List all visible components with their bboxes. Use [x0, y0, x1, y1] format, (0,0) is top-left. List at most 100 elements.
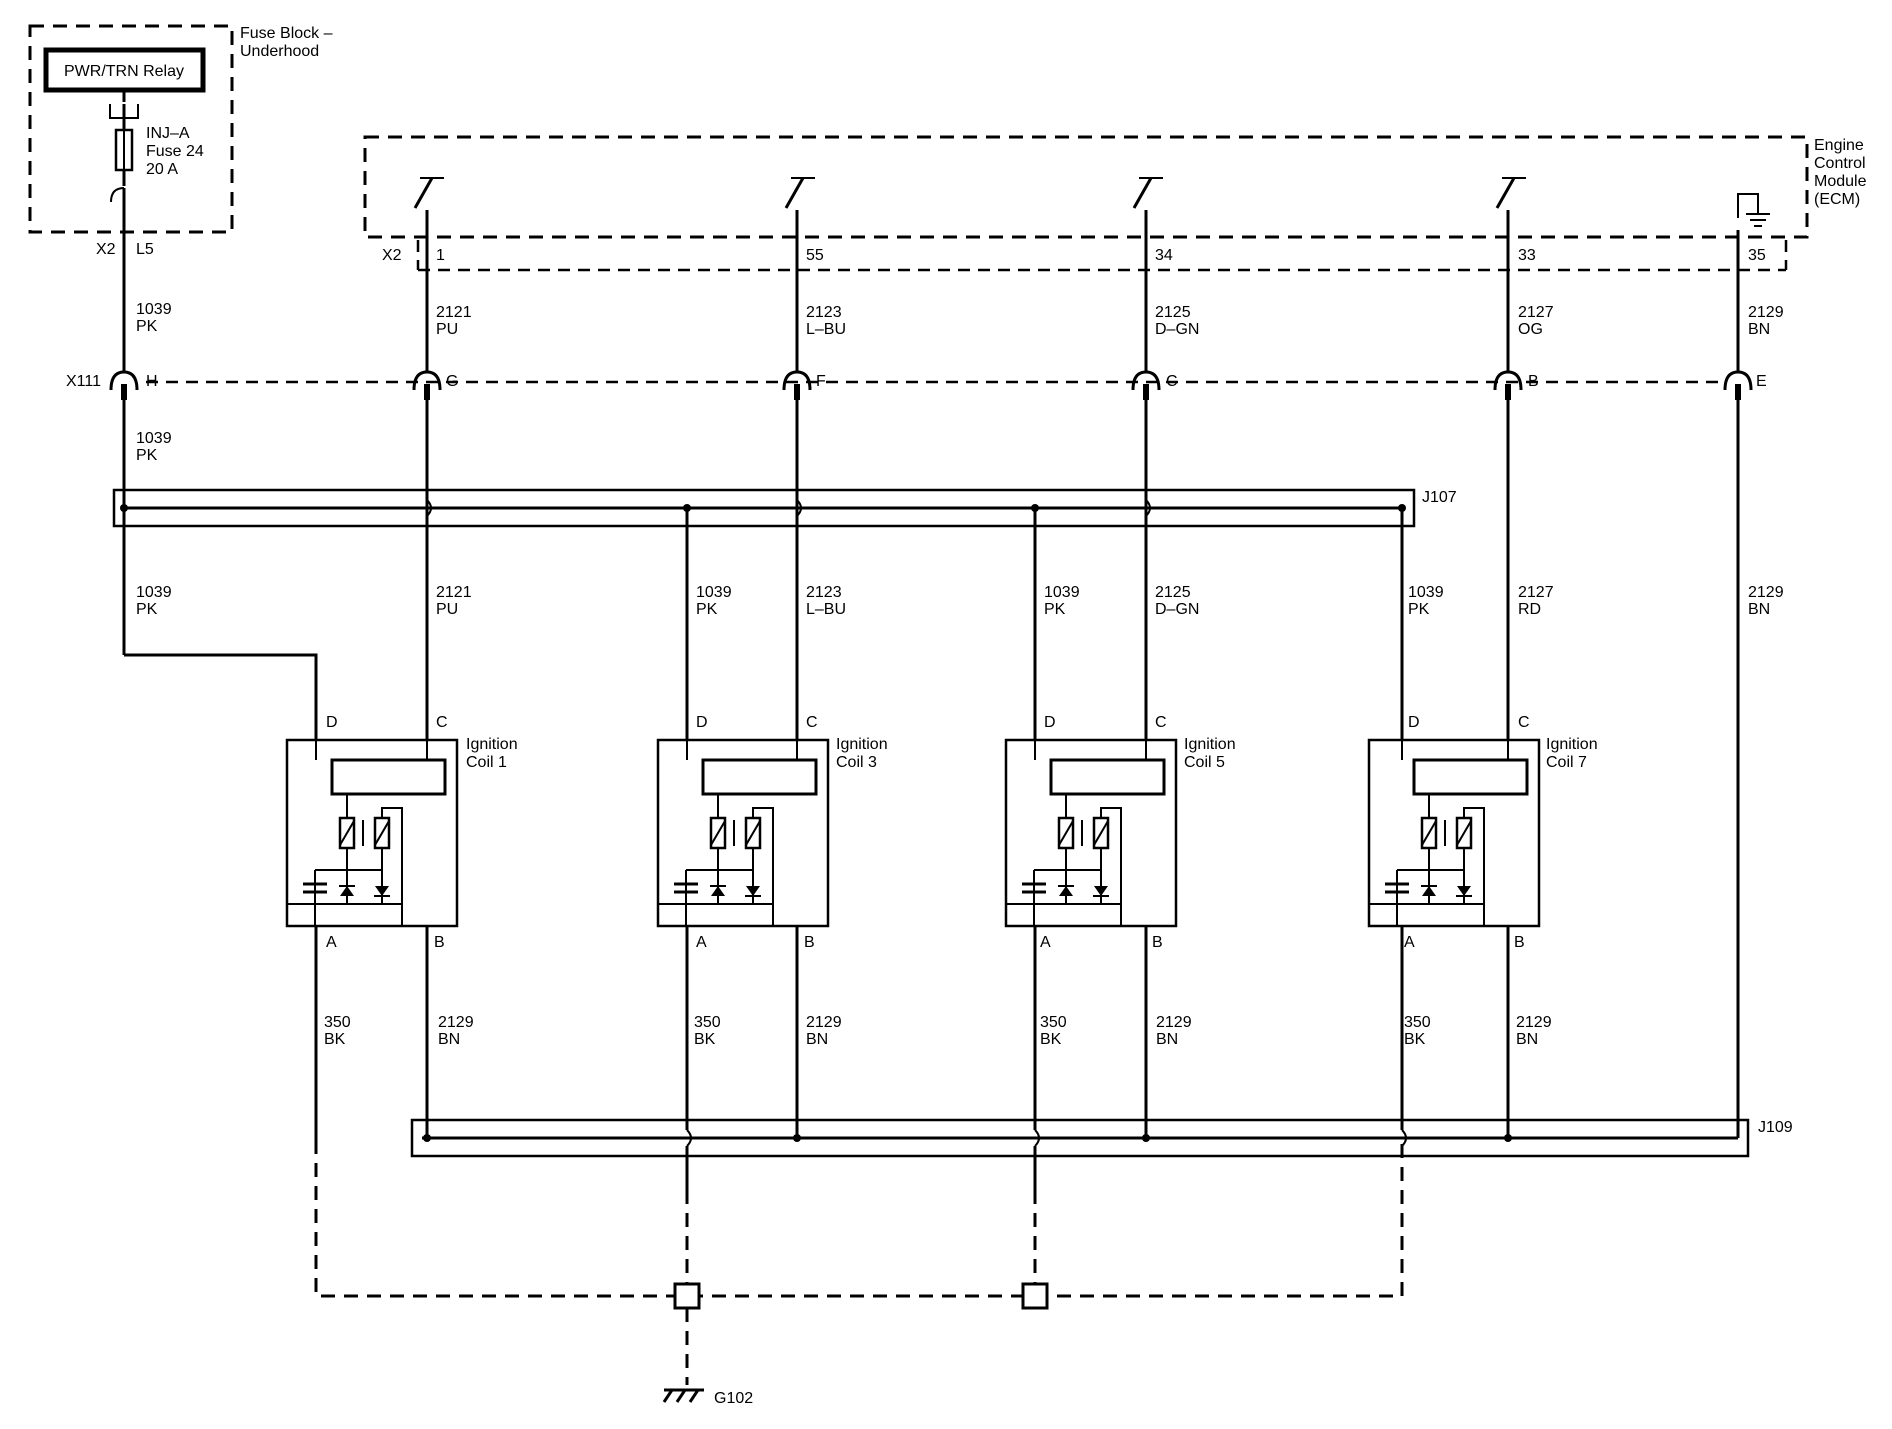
coil-body [1004, 738, 1178, 928]
wire-color: L–BU [806, 601, 846, 618]
mid-wire-labels: 1039 PK 2121 PU 1039 PK 2123 L–BU 1039 P… [136, 584, 1784, 618]
wire-color: PU [436, 321, 458, 338]
coil-pin-c: C [436, 714, 448, 731]
wire-color: PK [1408, 601, 1430, 618]
coil-name-2: Coil 1 [466, 754, 507, 771]
fuse-block-title-1: Fuse Block – [240, 25, 333, 42]
coil-pin-c: C [806, 714, 818, 731]
x111-pin: H [146, 373, 158, 390]
coil-lead [381, 807, 403, 926]
terminal-male-icon [1505, 384, 1511, 400]
coil-body [1367, 738, 1541, 928]
wire-color: L–BU [806, 321, 846, 338]
wire-color: PK [136, 318, 158, 335]
coil-name-1: Ignition [1546, 736, 1598, 753]
coil-pin-a: A [696, 934, 707, 951]
ignition-coil-1: D C Ignition Coil 1 A B [326, 714, 518, 951]
winding-stroke [1093, 820, 1109, 846]
terminal-male-icon [1143, 384, 1149, 400]
coil-pin-b: B [1514, 934, 1525, 951]
wire-circuit: 1039 [136, 584, 172, 601]
wire-circuit: 2123 [806, 304, 842, 321]
coil-outline [1367, 738, 1541, 928]
coil-module-icon [1049, 758, 1166, 796]
splice-dot [120, 504, 128, 512]
wire-color: BN [438, 1031, 460, 1048]
coil-module-icon [1412, 758, 1529, 796]
wire-color: BN [1156, 1031, 1178, 1048]
splice-dot [1398, 504, 1406, 512]
terminal-male-icon [424, 384, 430, 400]
wire-color: PK [696, 601, 718, 618]
terminal-male-icon [1735, 384, 1741, 400]
wire-crossover-icon [1145, 499, 1151, 517]
winding-stroke [1058, 820, 1074, 846]
ecm-pin: 35 [1748, 247, 1766, 264]
ecm-driver-switch-icon [413, 177, 1526, 209]
chassis-ground-icon [662, 1388, 704, 1403]
coil-module-icon [330, 758, 447, 796]
wire-color: RD [1518, 601, 1541, 618]
wire-circuit: 2125 [1155, 584, 1191, 601]
ecm-title-1: Engine [1814, 137, 1864, 154]
ground-label: G102 [714, 1390, 753, 1407]
ground-harness-dashed [314, 1140, 1404, 1298]
coil-outline [1004, 738, 1178, 928]
fuse-number: Fuse 24 [146, 143, 204, 160]
winding-stroke [1456, 820, 1472, 846]
coil-pin-b: B [434, 934, 445, 951]
coil-pin-c: C [1518, 714, 1530, 731]
splice-dot [793, 1134, 801, 1142]
wire-circuit: 2129 [1156, 1014, 1192, 1031]
ecm-pin: 33 [1518, 247, 1536, 264]
x111-pin: E [1756, 373, 1767, 390]
winding-stroke [745, 820, 761, 846]
coil-lead [752, 807, 774, 926]
connector-female-icon [110, 187, 125, 203]
coil-outline [656, 738, 830, 928]
coil-lead [1463, 807, 1485, 926]
wire-crossover-icon [1034, 1129, 1040, 1147]
x111-connector: X111 H G F C B E [66, 370, 1767, 400]
wire-color: BN [1748, 601, 1770, 618]
wire-color: PK [1044, 601, 1066, 618]
wire-circuit: 1039 [1408, 584, 1444, 601]
wire-circuit: 2123 [806, 584, 842, 601]
winding-stroke [339, 820, 355, 846]
x111-pin: G [446, 373, 458, 390]
wire-circuit: 2127 [1518, 584, 1554, 601]
wire-circuit: 2125 [1155, 304, 1191, 321]
wire-network [120, 200, 1740, 1190]
splice-dot [1504, 1134, 1512, 1142]
wire-circuit: 2129 [438, 1014, 474, 1031]
splice-dot [683, 504, 691, 512]
wire-color: BK [324, 1031, 346, 1048]
wire-1039-pk-coil1 [124, 653, 318, 740]
wire-circuit: 1039 [696, 584, 732, 601]
wire-circuit: 350 [324, 1014, 351, 1031]
wire-circuit: 350 [1404, 1014, 1431, 1031]
upper-wire-labels: 1039 PK 2121 PU 2123 L–BU 2125 D–GN 2127… [136, 301, 1784, 464]
winding-stroke [710, 820, 726, 846]
winding-stroke [1421, 820, 1437, 846]
fuse-connector-id: X2 [96, 241, 116, 258]
ecm-pin: 55 [806, 247, 824, 264]
j107-label: J107 [1422, 489, 1457, 506]
coil-name-1: Ignition [466, 736, 518, 753]
ecm-connector-id: X2 [382, 247, 402, 264]
wire-color: BK [1404, 1031, 1426, 1048]
coil-body [285, 738, 459, 928]
terminal-male-icon [794, 384, 800, 400]
wire-circuit: 2129 [1748, 304, 1784, 321]
wire-circuit: 350 [694, 1014, 721, 1031]
wire-color: OG [1518, 321, 1543, 338]
x111-pin: B [1528, 373, 1539, 390]
ignition-coil-3: D C Ignition Coil 3 A B [696, 714, 888, 951]
fuse-block-title-2: Underhood [240, 43, 319, 60]
fuse-connector-pin: L5 [136, 241, 154, 258]
wire-circuit: 2129 [806, 1014, 842, 1031]
wire-color: BN [806, 1031, 828, 1048]
ecm-pin: 34 [1155, 247, 1173, 264]
ground-connector-icon [673, 1282, 701, 1310]
